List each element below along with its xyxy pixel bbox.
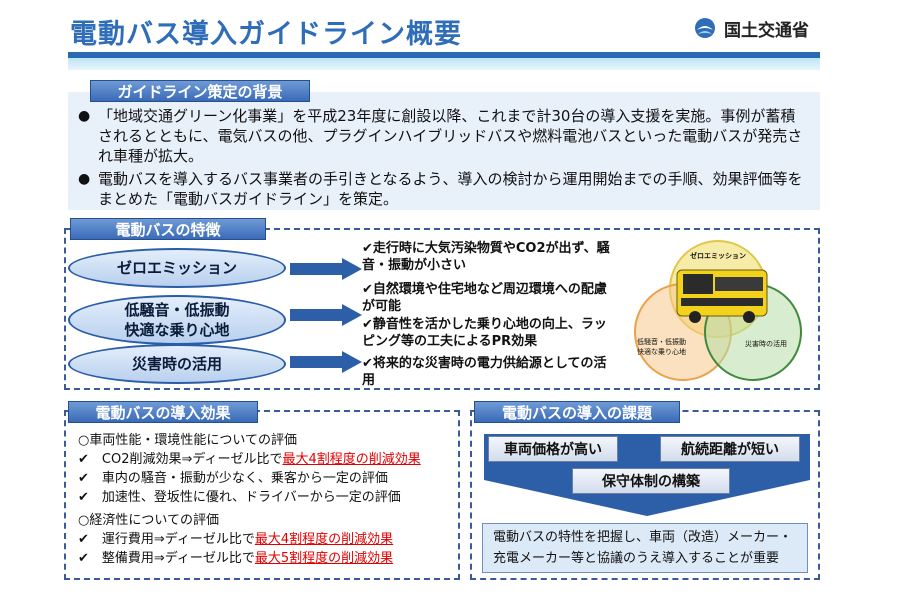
background-bullet-2: ● 電動バスを導入するバス事業者の手引きとなるよう、導入の検討から運用開始までの… <box>78 169 808 209</box>
arrow-right-icon <box>290 258 362 280</box>
arrow-right-icon <box>290 304 362 326</box>
page-title: 電動バス導入ガイドライン概要 <box>70 19 462 50</box>
bullet-text: 「地域交通グリーン化事業」を平成23年度に創設以降、これまで計30台の導入支援を… <box>98 107 803 165</box>
issues-section-label: 電動バスの導入の課題 <box>474 401 680 423</box>
bus-icon <box>676 269 768 323</box>
effect-highlight: 最大5割程度の削減効果 <box>254 551 394 566</box>
feature-item-1: ✔走行時に大気汚染物質やCO2が出ず、騒音・振動が小さい <box>362 241 610 273</box>
effect-text: ✔ 加速性、登坂性に優れ、ドライバーから一定の評価 <box>78 490 401 505</box>
effect-text: ○車両性能・環境性能についての評価 <box>78 433 297 448</box>
background-panel <box>68 92 820 210</box>
effect-line: ○車両性能・環境性能についての評価 <box>78 431 297 450</box>
effect-line: ✔ 車内の騒音・振動が少なく、乗客から一定の評価 <box>78 469 388 488</box>
background-section-label: ガイドライン策定の背景 <box>90 80 310 102</box>
header-stripe <box>68 58 820 70</box>
effect-text: ✔ 整備費用⇒ディーゼル比で <box>78 551 255 566</box>
effect-line: ○経済性についての評価 <box>78 511 219 530</box>
bullet-text: 電動バスを導入するバス事業者の手引きとなるよう、導入の検討から運用開始までの手順… <box>98 170 803 208</box>
venn-label-top: ゼロエミッション <box>690 251 746 260</box>
bullet-dot-icon: ● <box>78 108 91 124</box>
effect-text: ✔ 車内の騒音・振動が少なく、乗客から一定の評価 <box>78 471 388 486</box>
feature-item-2: ✔自然環境や住宅地など周辺環境への配慮が可能 <box>362 282 607 314</box>
ministry-logo: 国土交通省 <box>694 14 824 42</box>
effect-highlight: 最大4割程度の削減効果 <box>282 452 421 467</box>
ministry-name: 国土交通省 <box>724 20 809 41</box>
ministry-emblem-icon <box>695 18 715 38</box>
issue-pill-range: 航続距離が短い <box>660 436 800 462</box>
issue-pill-price: 車両価格が高い <box>488 436 618 462</box>
features-section-label: 電動バスの特徴 <box>70 218 266 240</box>
venn-label-right: 災害時の活用 <box>745 339 787 348</box>
bullet-dot-icon: ● <box>78 171 91 187</box>
effect-line: ✔ 運行費用⇒ディーゼル比で最大4割程度の削減効果 <box>78 530 393 549</box>
issue-pill-maintenance: 保守体制の構築 <box>572 468 730 494</box>
effect-text: ✔ 運行費用⇒ディーゼル比で <box>78 532 255 547</box>
feature-item-3: ✔静音性を活かした乗り心地の向上、ラッピング等の工夫によるPR効果 <box>362 317 607 349</box>
background-bullet-1: ● 「地域交通グリーン化事業」を平成23年度に創設以降、これまで計30台の導入支… <box>78 106 808 166</box>
effect-line: ✔ 加速性、登坂性に優れ、ドライバーから一定の評価 <box>78 488 401 507</box>
header-bar <box>68 52 820 58</box>
feature-category-zero-emission: ゼロエミッション <box>68 248 286 288</box>
effect-text: ○経済性についての評価 <box>78 513 219 528</box>
effect-line: ✔ CO2削減効果⇒ディーゼル比で最大4割程度の削減効果 <box>78 450 421 469</box>
feature-venn-diagram: ゼロエミッション 低騒音・低振動 快適な乗り心地 災害時の活用 <box>634 240 802 381</box>
arrow-right-icon <box>290 351 362 373</box>
features-panel <box>64 228 820 390</box>
effects-section-label: 電動バスの導入効果 <box>68 401 258 423</box>
venn-label-left-2: 快適な乗り心地 <box>637 347 686 356</box>
issues-conclusion: 電動バスの特性を把握し、車両（改造）メーカー・充電メーカー等と協議のうえ導入する… <box>482 523 808 573</box>
effect-text: ✔ CO2削減効果⇒ディーゼル比で <box>78 452 283 467</box>
feature-item-4: ✔将来的な災害時の電力供給源としての活用 <box>362 356 607 388</box>
feature-category-label: 低騒音・低振動 快適な乗り心地 <box>124 301 230 339</box>
effect-line: ✔ 整備費用⇒ディーゼル比で最大5割程度の削減効果 <box>78 549 393 568</box>
effects-panel <box>64 410 460 580</box>
feature-category-low-noise: 低騒音・低振動 快適な乗り心地 <box>68 295 286 345</box>
venn-label-left-1: 低騒音・低振動 <box>637 337 686 346</box>
feature-category-disaster: 災害時の活用 <box>68 344 286 384</box>
effect-highlight: 最大4割程度の削減効果 <box>254 532 394 547</box>
